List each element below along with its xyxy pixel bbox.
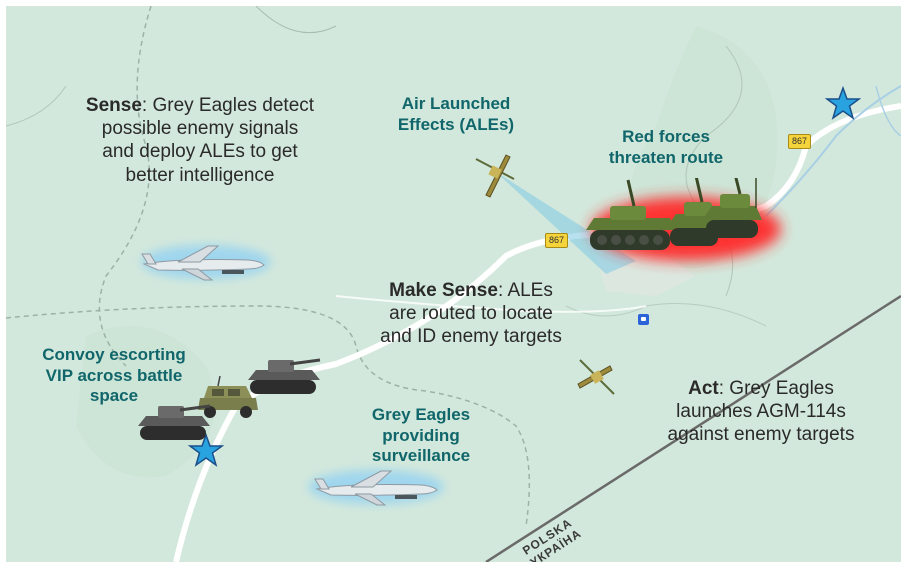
road-shield: 867: [545, 233, 569, 248]
ale-drone-icon: [577, 359, 615, 395]
tank-icon: [702, 178, 762, 238]
star-icon: [188, 433, 224, 467]
poi-icon[interactable]: [638, 314, 649, 325]
tank-icon: [138, 404, 211, 440]
battle-map: 867 867 POLSKA УКРАЇНА Sense: Grey Eagle…: [6, 6, 901, 562]
humvee-icon: [198, 376, 258, 418]
ale-label: Air Launched Effects (ALEs): [397, 94, 515, 134]
act-label: Act: Grey Eagles launches AGM-114s again…: [667, 378, 855, 446]
tank-icon: [586, 179, 676, 250]
grey-eagle-drone-icon: [141, 245, 265, 281]
road-shield: 867: [788, 134, 812, 149]
red-forces-label: Red forces threaten route: [608, 127, 724, 167]
convoy-label: Convoy escorting VIP across battle space: [42, 345, 186, 406]
make-sense-label: Make Sense: ALEs are routed to locate an…: [380, 280, 562, 348]
grey-eagle-drone-icon: [314, 470, 438, 506]
grey-eagles-label: Grey Eagles providing surveillance: [371, 405, 471, 466]
ale-drone-icon: [475, 154, 515, 198]
tank-icon: [248, 358, 321, 394]
red-force-tanks: [586, 178, 762, 250]
sense-label: Sense: Grey Eagles detect possible enemy…: [85, 95, 315, 186]
star-icon: [825, 86, 861, 120]
